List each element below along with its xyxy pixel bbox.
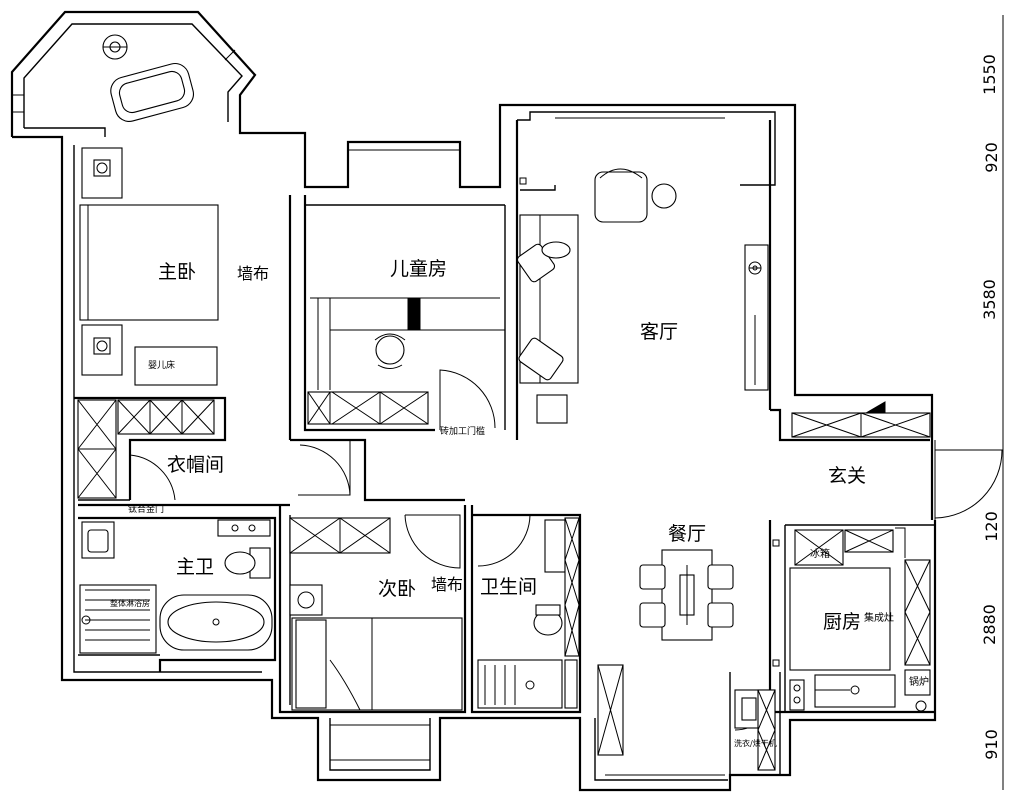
label-brick-door: 砖加工门槛: [440, 427, 486, 437]
room-label-dining-room: 餐厅: [668, 523, 707, 545]
dining-table: [639, 549, 734, 641]
master-bath-fixtures: [79, 519, 273, 654]
cloakroom-door[interactable]: [129, 454, 176, 501]
outer-walls: [10, 10, 937, 792]
room-label-living-room: 客厅: [640, 321, 679, 343]
room-label-master-bath: 主卫: [176, 556, 215, 578]
dimension-5: 2880: [979, 604, 999, 645]
washer-room-fixtures: [734, 689, 776, 771]
label-fridge: 冰箱: [810, 549, 830, 560]
living-room-furniture: [516, 168, 769, 424]
kids-room-door[interactable]: [439, 369, 496, 430]
bathroom-door[interactable]: [477, 514, 531, 567]
bathroom-fixtures: [477, 517, 580, 709]
label-washer-dryer: 洗衣/烘干机: [734, 739, 777, 748]
second-bedroom-door[interactable]: [404, 514, 461, 569]
label-wall-cloth: 墙布: [237, 264, 270, 283]
dimension-2: 920: [981, 142, 1001, 173]
windows: [12, 49, 890, 776]
label-shower-room: 整体淋浴房: [110, 599, 150, 608]
doors: [129, 369, 1003, 731]
label-wall-cloth-2: 墙布: [431, 575, 464, 594]
kids-room-furniture: [307, 297, 505, 425]
hall-door[interactable]: [298, 444, 351, 496]
room-label-foyer: 玄关: [828, 465, 867, 487]
dimension-3: 3580: [979, 279, 999, 320]
room-label-cloakroom: 衣帽间: [167, 454, 225, 476]
kitchen-fixtures: [789, 529, 931, 712]
entrance-door[interactable]: [934, 449, 1003, 519]
dimension-6: 910: [981, 729, 1001, 760]
label-baby-crib: 婴儿床: [148, 361, 176, 371]
master-bed: [79, 147, 219, 386]
inner-walls: [74, 111, 935, 776]
foyer-cabinet: [791, 401, 931, 438]
second-bedroom-furniture: [289, 517, 463, 711]
lounge-chair: [102, 34, 194, 122]
wardrobes: [77, 399, 215, 499]
wall-markers: [519, 177, 780, 667]
label-boiler: 锅炉: [909, 677, 929, 688]
side-cabinet: [597, 664, 624, 756]
room-label-master-bedroom: 主卧: [158, 261, 197, 283]
label-integrated-stove: 集成灶: [864, 613, 894, 624]
dimension-4: 120: [981, 511, 1001, 542]
room-label-kitchen: 厨房: [823, 611, 862, 633]
room-label-kids-room: 儿童房: [390, 258, 448, 280]
label-titanium-door: 钛合金门: [128, 505, 165, 515]
room-label-bathroom: 卫生间: [480, 576, 538, 598]
dimension-1: 1550: [979, 54, 999, 95]
room-label-second-bedroom: 次卧: [378, 578, 417, 600]
